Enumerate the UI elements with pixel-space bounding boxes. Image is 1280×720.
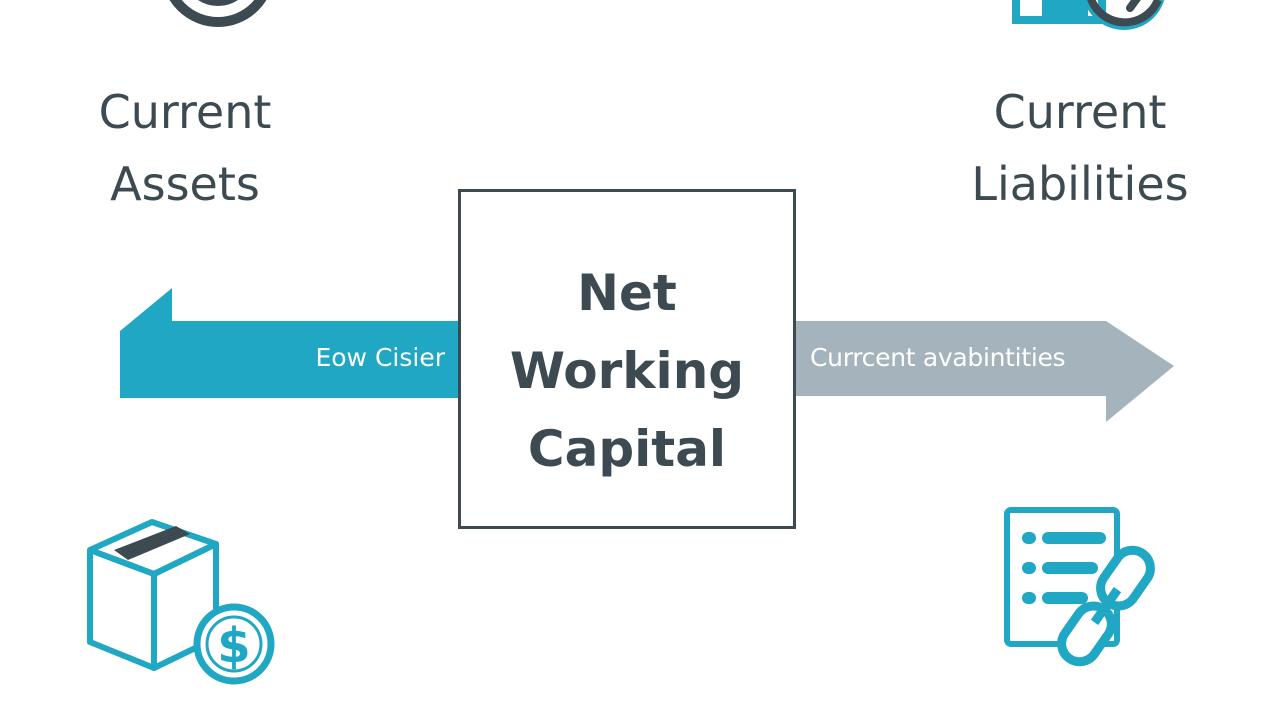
current-liabilities-line2: Liabilities	[971, 157, 1189, 211]
document-chain-icon	[1004, 507, 1155, 667]
current-liabilities-label: Current Liabilities	[950, 76, 1210, 220]
current-assets-label: Current Assets	[60, 76, 310, 220]
center-line2: Working	[509, 342, 745, 400]
left-arrow	[120, 288, 465, 398]
center-line1: Net	[577, 264, 677, 322]
right-arrow-text: Currcent avabintities	[810, 343, 1066, 372]
clock-icon	[169, 0, 267, 27]
current-assets-line2: Assets	[110, 157, 260, 211]
current-liabilities-line1: Current	[993, 85, 1167, 139]
box-dollar-icon: $	[87, 519, 275, 685]
current-assets-line1: Current	[98, 85, 272, 139]
svg-text:$: $	[217, 618, 250, 674]
left-arrow-text: Eow Cisier	[315, 343, 445, 372]
center-line3: Capital	[527, 420, 727, 478]
wallet-icon	[1012, 0, 1165, 30]
right-arrow	[792, 321, 1174, 422]
net-working-capital-box	[458, 189, 796, 529]
net-working-capital-text: Net Working Capital	[458, 254, 796, 488]
